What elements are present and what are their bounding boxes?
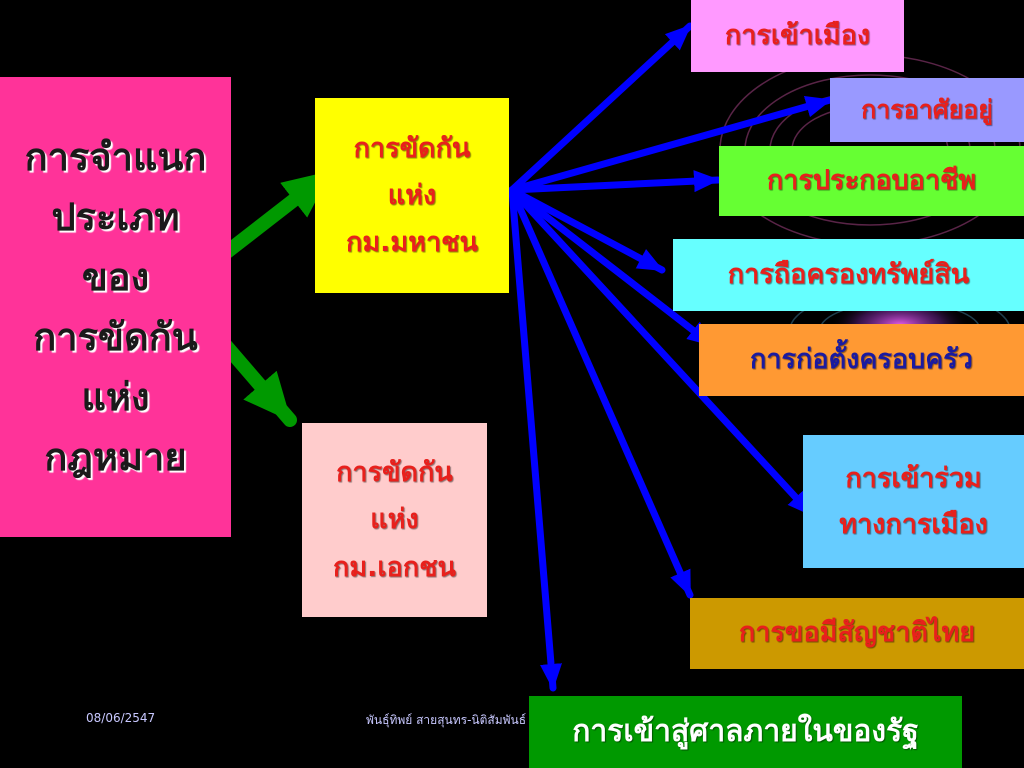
topic-occupation-box: การประกอบอาชีพ — [719, 146, 1024, 216]
topic-court-access-box: การเข้าสู่ศาลภายในของรัฐ — [529, 696, 962, 768]
topic-immigration-box: การเข้าเมือง — [691, 0, 904, 72]
blue-arrow-1 — [508, 22, 694, 194]
private-law-conflict-box: การขัดกัน แห่ง กม.เอกชน — [302, 423, 487, 617]
topic-residence-box: การอาศัยอยู่ — [830, 78, 1024, 142]
topic-politics-box: การเข้าร่วม ทางการเมือง — [803, 435, 1024, 568]
blue-arrow-3 — [508, 170, 722, 194]
blue-arrow-4 — [508, 186, 666, 274]
footer-date: 08/06/2547 — [86, 711, 156, 725]
main-classification-box: การจำแนก ประเภท ของ การขัดกัน แห่ง กฎหมา… — [0, 77, 231, 537]
footer-author: พันธุ์ทิพย์ สายสุนทร-นิติสัมพันธ์ — [366, 713, 527, 727]
blue-arrow-8 — [508, 186, 562, 692]
blue-arrow-6 — [508, 186, 816, 519]
topic-property-box: การถือครองทรัพย์สิน — [673, 239, 1024, 311]
blue-arrow-7 — [508, 186, 694, 599]
topic-nationality-box: การขอมีสัญชาติไทย — [690, 598, 1024, 669]
blue-arrow-2 — [508, 95, 834, 194]
public-law-conflict-box: การขัดกัน แห่ง กม.มหาชน — [315, 98, 509, 293]
topic-family-box: การก่อตั้งครอบครัว — [699, 324, 1024, 396]
blue-arrow-5 — [508, 186, 716, 349]
